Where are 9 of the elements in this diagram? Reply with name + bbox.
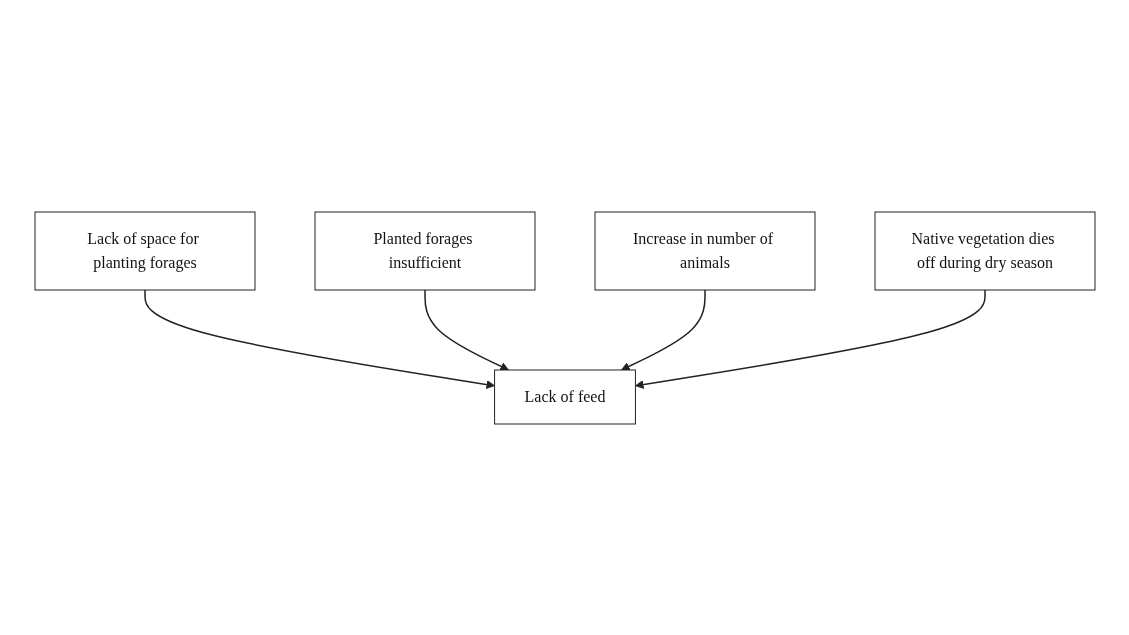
arrow — [423, 288, 509, 371]
arrow — [634, 288, 986, 389]
arrow — [143, 288, 495, 389]
arrow — [620, 288, 706, 371]
node-box: Lack of space for planting forages — [34, 211, 255, 290]
node-box: Native vegetation dies off during dry season — [874, 211, 1095, 290]
node-box: Lack of feed — [493, 369, 636, 424]
node-box: Planted forages insufficient — [314, 211, 535, 290]
node-box: Increase in number of animals — [594, 211, 815, 290]
